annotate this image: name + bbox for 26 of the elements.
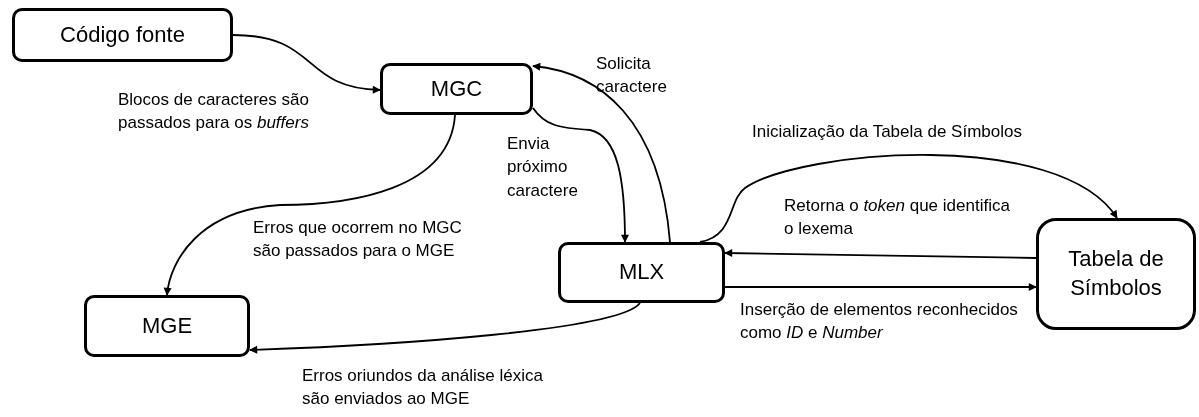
edge-label: Envia próximo caractere bbox=[507, 133, 579, 202]
arrow bbox=[724, 283, 1037, 291]
edge-label: Inicialização da Tabela de Símbolos bbox=[752, 121, 1022, 143]
node-label: Tabela de Símbolos bbox=[1067, 245, 1165, 302]
arrow bbox=[164, 114, 456, 296]
node-label: MGE bbox=[141, 311, 193, 340]
edge-label: Retorna o token que identifica o lexema bbox=[784, 195, 1011, 241]
process-box bbox=[558, 242, 725, 303]
process-box bbox=[1036, 218, 1196, 330]
process-box bbox=[84, 295, 250, 357]
arrow bbox=[532, 63, 671, 243]
arrow bbox=[724, 249, 1037, 259]
arrow bbox=[232, 34, 381, 94]
arrow bbox=[699, 154, 1118, 243]
node-label: MGC bbox=[430, 74, 483, 103]
node-label: MLX bbox=[618, 258, 665, 287]
process-box bbox=[12, 8, 233, 62]
edge-label: Solicita caractere bbox=[596, 53, 668, 99]
node-label: Código fonte bbox=[60, 20, 185, 49]
edge-label: Erros que ocorrem no MGC são passados para o MGE bbox=[253, 217, 463, 263]
edge-label: Inserção de elementos reconhecidos como ID e Number bbox=[740, 299, 1019, 345]
arrow bbox=[249, 302, 641, 354]
arrow bbox=[532, 107, 629, 243]
edge-label: Erros oriundos da análise léxica são enviados ao MGE bbox=[302, 365, 544, 411]
edge-label: Blocos de caracteres são passados para os buffers bbox=[118, 89, 310, 135]
process-box bbox=[380, 63, 533, 115]
